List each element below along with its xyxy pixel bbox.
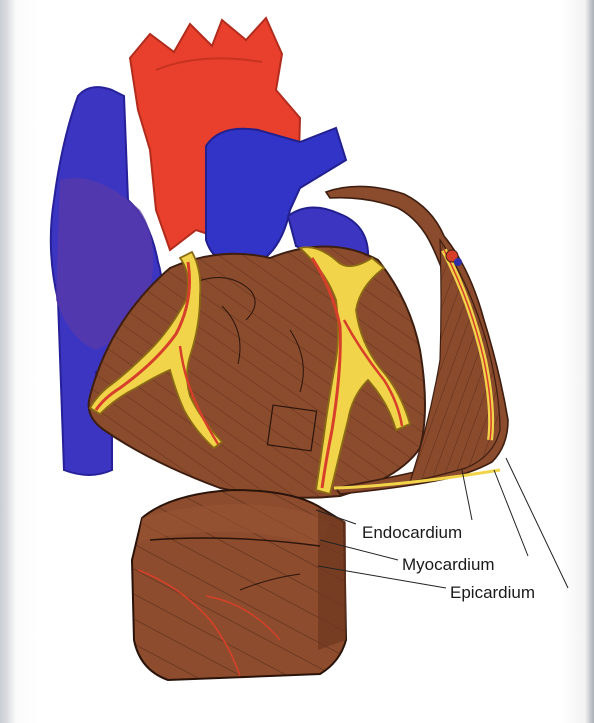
label-endocardium: Endocardium xyxy=(362,523,462,542)
label-epicardium: Epicardium xyxy=(450,583,535,602)
wall-cross-section xyxy=(132,490,346,680)
label-myocardium: Myocardium xyxy=(402,555,495,574)
